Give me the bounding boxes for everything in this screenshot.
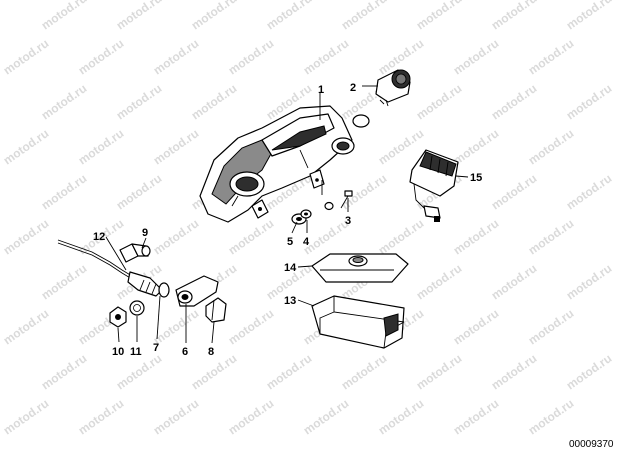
part-label-14: 14 xyxy=(284,262,297,274)
part-label-8: 8 xyxy=(208,346,214,358)
watermark-text: motod.ru xyxy=(451,126,502,167)
watermark-text: motod.ru xyxy=(414,261,465,302)
watermark-text: motod.ru xyxy=(151,396,202,437)
watermark-text: motod.ru xyxy=(1,216,52,257)
watermark-text: motod.ru xyxy=(39,261,90,302)
watermark-text: motod.ru xyxy=(39,0,90,32)
watermark-text: motod.ru xyxy=(264,0,315,32)
watermark-text: motod.ru xyxy=(489,81,540,122)
part-label-5: 5 xyxy=(287,236,293,248)
rubber-cap-drawing xyxy=(205,297,227,323)
watermark-text: motod.ru xyxy=(414,0,465,32)
watermark-text: motod.ru xyxy=(451,216,502,257)
watermark-text: motod.ru xyxy=(339,0,390,32)
watermark-text: motod.ru xyxy=(301,36,352,77)
watermark-text: motod.ru xyxy=(226,36,277,77)
watermark-text: motod.ru xyxy=(526,36,577,77)
pin-drawing xyxy=(119,243,151,263)
watermark-text: motod.ru xyxy=(339,351,390,392)
watermark-text: motod.ru xyxy=(39,171,90,212)
bracket-drawing xyxy=(175,275,219,307)
nut-and-washer-drawing xyxy=(109,300,145,328)
watermark-text: motod.ru xyxy=(564,261,615,302)
watermark-text: motod.ru xyxy=(526,396,577,437)
watermark-text: motod.ru xyxy=(114,81,165,122)
watermark-text: motod.ru xyxy=(114,0,165,32)
watermark-text: motod.ru xyxy=(189,81,240,122)
indicator-lamp-drawing xyxy=(352,69,411,128)
part-label-15: 15 xyxy=(470,172,482,184)
part-label-7: 7 xyxy=(153,342,159,354)
cover-drawing xyxy=(311,253,409,283)
dashboard-housing-drawing xyxy=(199,105,355,223)
watermark-text: motod.ru xyxy=(489,171,540,212)
leader-lines xyxy=(105,85,469,344)
part-labels: 1 2 3 4 5 6 7 8 9 10 11 12 13 14 15 xyxy=(93,82,482,358)
part-label-6: 6 xyxy=(182,346,188,358)
part-label-1: 1 xyxy=(318,84,324,96)
watermark-text: motod.ru xyxy=(76,36,127,77)
watermark-text: motod.ru xyxy=(564,351,615,392)
watermark-text: motod.ru xyxy=(526,216,577,257)
watermark-text: motod.ru xyxy=(564,171,615,212)
watermark-text: motod.ru xyxy=(151,36,202,77)
watermark-text: motod.ru xyxy=(1,126,52,167)
watermark-text: motod.ru xyxy=(39,81,90,122)
part-label-11: 11 xyxy=(130,346,142,358)
part-label-9: 9 xyxy=(142,227,148,239)
watermark-text: motod.ru xyxy=(151,126,202,167)
watermark-text: motod.ru xyxy=(451,36,502,77)
watermark-text: motod.ru xyxy=(264,351,315,392)
part-label-13: 13 xyxy=(284,295,296,307)
switch-drawing xyxy=(409,149,459,222)
watermark-text: motod.ru xyxy=(414,351,465,392)
cable-drawing xyxy=(57,239,133,280)
watermark-text: motod.ru xyxy=(564,81,615,122)
watermark-text: motod.ru xyxy=(226,396,277,437)
watermark-text: motod.ru xyxy=(189,0,240,32)
watermark-text: motod.ru xyxy=(301,396,352,437)
part-label-2: 2 xyxy=(350,82,356,94)
watermark-text: motod.ru xyxy=(489,0,540,32)
screw-and-washers-drawing xyxy=(291,180,353,225)
watermark-text: motod.ru xyxy=(76,126,127,167)
watermark-text: motod.ru xyxy=(451,306,502,347)
tray-drawing xyxy=(311,295,405,349)
watermark-text: motod.ru xyxy=(1,36,52,77)
part-label-10: 10 xyxy=(112,346,124,358)
watermark-text: motod.ru xyxy=(564,0,615,32)
watermark-text: motod.ru xyxy=(76,396,127,437)
watermark-text: motod.ru xyxy=(489,261,540,302)
watermark-text: motod.ru xyxy=(1,396,52,437)
part-label-4: 4 xyxy=(303,236,310,248)
watermark-text: motod.ru xyxy=(489,351,540,392)
watermark-text: motod.ru xyxy=(226,306,277,347)
watermark-text: motod.ru xyxy=(226,216,277,257)
watermark-text: motod.ru xyxy=(451,396,502,437)
document-number: 00009370 xyxy=(569,439,614,450)
connector-drawing xyxy=(127,271,170,298)
watermark-text: motod.ru xyxy=(1,306,52,347)
watermark-text: motod.ru xyxy=(39,351,90,392)
watermark-text: motod.ru xyxy=(414,81,465,122)
watermark-text: motod.ru xyxy=(376,396,427,437)
part-label-3: 3 xyxy=(345,215,351,227)
watermark-text: motod.ru xyxy=(114,171,165,212)
watermark-text: motod.ru xyxy=(376,216,427,257)
part-label-12: 12 xyxy=(93,231,105,243)
watermark-text: motod.ru xyxy=(526,126,577,167)
watermark-text: motod.ru xyxy=(526,306,577,347)
watermark-text: motod.ru xyxy=(151,216,202,257)
